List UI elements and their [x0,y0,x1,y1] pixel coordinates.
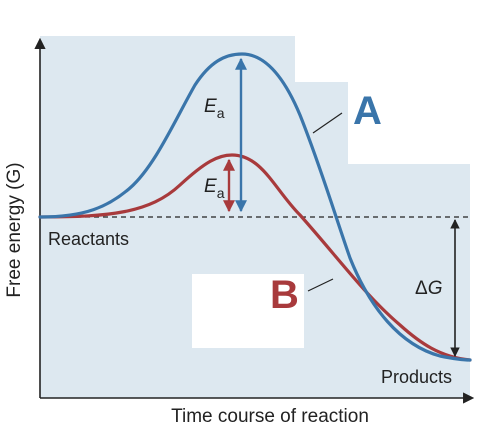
ea-label-b-symbol: E [204,176,217,197]
ea-label-a-subscript: a [217,105,225,121]
curve-label-b: B [270,273,299,317]
ea-label-b-subscript: a [217,185,225,201]
curve-a [38,52,472,362]
reactants-label: Reactants [48,229,129,249]
label-area-a-right [348,82,475,164]
curve-label-a: A [353,89,382,133]
products-label: Products [381,367,452,387]
leader-line-a [312,112,343,134]
delta-g-variable: G [428,278,443,299]
ea-label-b: Ea [204,176,225,201]
label-area-a [295,36,475,82]
leader-line-b [307,278,334,292]
delta-g-label: ΔG [415,278,442,299]
label-area-b [192,274,304,348]
x-axis-title: Time course of reaction [171,406,369,427]
ea-label-a: Ea [204,96,225,121]
y-axis-title: Free energy (G) [4,162,25,297]
curve-b [38,153,472,362]
delta-g-symbol: Δ [415,278,428,299]
ea-label-a-symbol: E [204,96,217,117]
